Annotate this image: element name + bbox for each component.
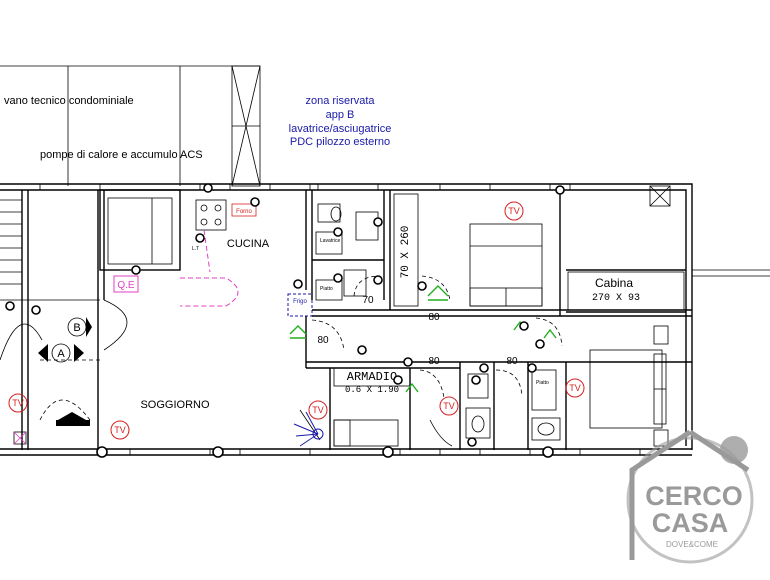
tv-label-1: TV	[12, 398, 24, 408]
stairwell	[0, 190, 128, 450]
kitchen-label: CUCINA	[227, 238, 270, 250]
washer-label: Lavatrice	[320, 238, 341, 244]
reserved-zone-line2: app B	[326, 109, 355, 121]
reserved-zone-line1: zona riservata	[305, 95, 375, 107]
green-switches	[289, 285, 557, 393]
logo-tagline: DOVE&COME	[666, 540, 718, 549]
tv-label-2: TV	[114, 425, 126, 435]
logo-line1: CERCO	[645, 481, 743, 511]
reserved-zone-line3: lavatrice/asciugatrice	[289, 123, 392, 135]
door-width-1: 80	[317, 335, 329, 346]
tv-label-6: TV	[569, 383, 581, 393]
fridge-label: Frigo	[293, 299, 307, 305]
bedroom-dims-label: 70 X 260	[400, 226, 412, 279]
logo-line2: CASA	[652, 508, 729, 538]
living-room-label: SOGGIORNO	[140, 399, 210, 411]
door-width-5: 70	[362, 295, 374, 306]
oven-label: Forno	[236, 209, 252, 215]
lamp-symbol	[293, 411, 324, 447]
technical-area	[0, 65, 261, 187]
outlets	[5, 183, 565, 458]
cercocasa-logo	[626, 429, 754, 564]
closet-dims: 270 X 93	[592, 293, 640, 304]
outer-walls	[0, 183, 770, 456]
wardrobe-title: ARMADIO	[347, 370, 397, 384]
lt-label: L.T	[192, 246, 199, 252]
tv-label-5: TV	[508, 206, 520, 216]
bedroom-1	[393, 193, 543, 307]
closet-title: Cabina	[595, 276, 633, 290]
bedroom-2	[589, 325, 669, 447]
door-width-4: 80	[506, 356, 518, 367]
door-width-3: 80	[428, 356, 440, 367]
marker-a-label: A	[57, 348, 65, 360]
shower-tray-label-2: Piatto	[536, 380, 549, 386]
inner-walls	[305, 190, 692, 450]
marker-b	[67, 317, 92, 337]
door-width-2: 80	[428, 312, 440, 323]
panel-qe-label: Q.E	[117, 280, 135, 291]
wardrobe-dims: 0.6 X 1.90	[345, 385, 399, 395]
reserved-zone-line4: PDC pilozzo esterno	[290, 136, 390, 148]
shower-tray-label-1: Piatto	[320, 286, 333, 292]
technical-room-label: vano tecnico condominiale	[4, 95, 134, 107]
tv-label-3: TV	[312, 405, 324, 415]
heat-pump-label: pompe di calore e accumulo ACS	[40, 149, 203, 161]
tv-label-4: TV	[443, 401, 455, 411]
wardrobe	[333, 367, 411, 447]
marker-a	[38, 343, 84, 363]
tv-symbols	[8, 201, 585, 440]
door-swings	[299, 275, 563, 447]
bathroom-fixtures	[315, 203, 561, 441]
closet-box	[567, 271, 685, 311]
marker-b-label: B	[73, 322, 80, 334]
